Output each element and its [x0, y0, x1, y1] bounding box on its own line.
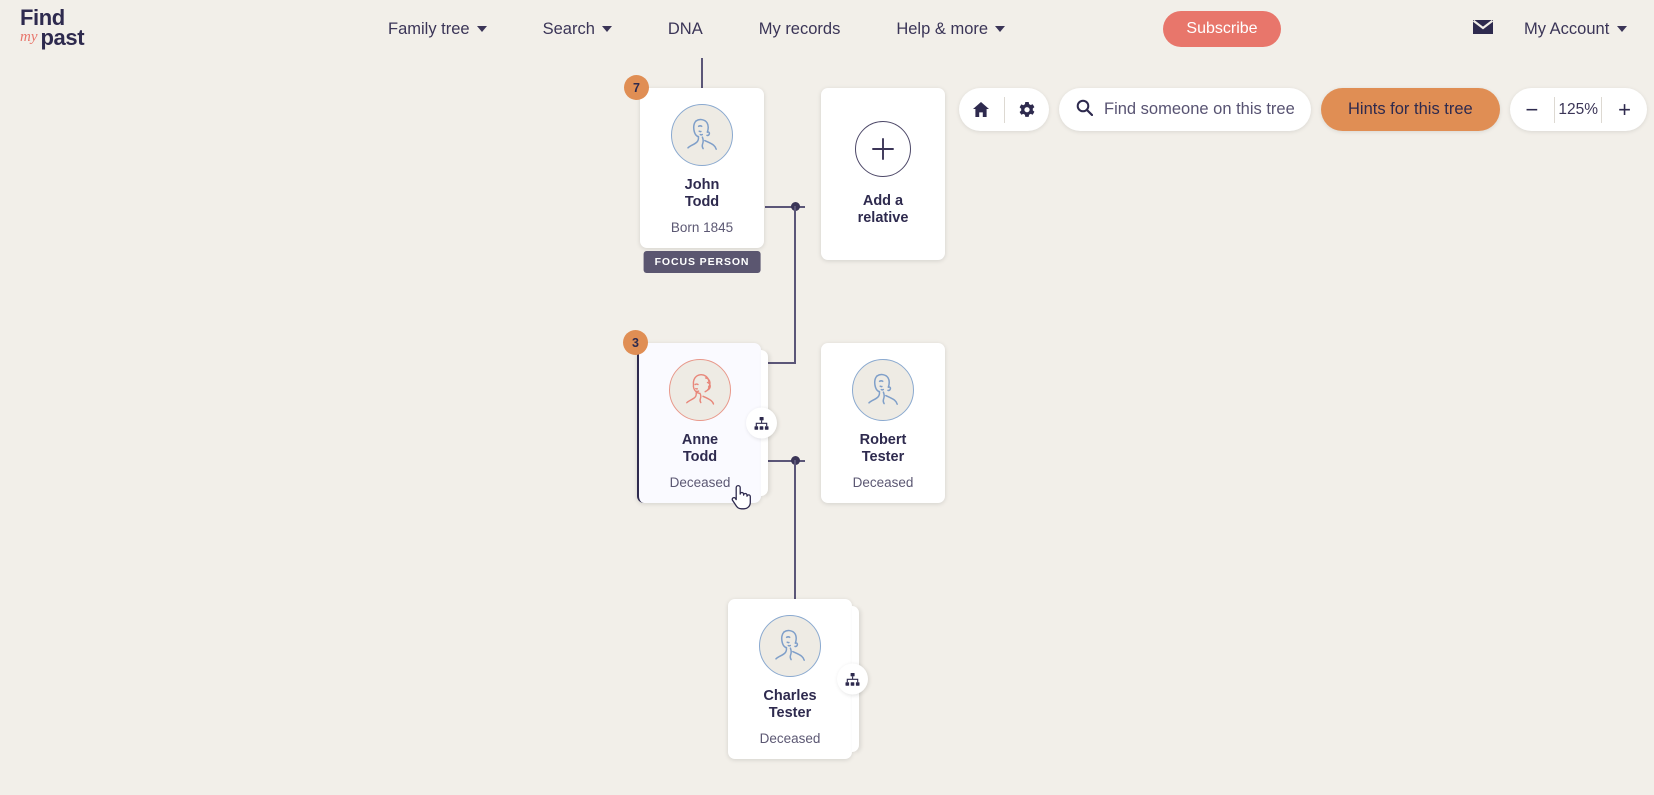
hints-for-this-tree-button[interactable]: Hints for this tree: [1321, 88, 1500, 131]
person-name: John Todd: [685, 177, 720, 211]
search-icon: [1076, 99, 1094, 121]
chevron-down-icon: [601, 26, 612, 32]
tree-search-box[interactable]: [1059, 88, 1311, 131]
toolbar-divider: [1554, 96, 1556, 123]
nav-item-label: DNA: [667, 19, 703, 38]
focus-person-badge: FOCUS PERSON: [643, 251, 761, 273]
plus-icon: [855, 121, 911, 177]
nav-item-label: Help & more: [896, 19, 989, 38]
person-last-name: Tester: [861, 449, 905, 465]
avatar: [759, 615, 821, 677]
person-last-name: Todd: [682, 449, 718, 465]
nav-item-my-records[interactable]: My records: [731, 20, 869, 39]
nav-item-help-and-more[interactable]: Help & more: [868, 20, 1033, 39]
hint-count-badge[interactable]: 3: [623, 330, 648, 355]
person-last-name: Todd: [684, 194, 720, 210]
person-status: Deceased: [759, 731, 821, 746]
home-icon[interactable]: [959, 88, 1004, 131]
search-input[interactable]: [1104, 100, 1294, 119]
add-relative-card[interactable]: Add a relative: [821, 88, 945, 260]
sitemap-icon[interactable]: [837, 663, 868, 695]
logo-text-my: my: [20, 29, 38, 45]
family-tree-canvas[interactable]: Hints for this tree − 125% + 7: [0, 58, 1654, 795]
person-first-name: Anne: [681, 432, 719, 448]
nav-item-dna[interactable]: DNA: [640, 20, 731, 39]
top-navigation-bar: Find my past Family tree Search DNA My r…: [0, 0, 1654, 58]
add-relative-line2: relative: [857, 210, 909, 226]
nav-item-label: Search: [542, 19, 595, 38]
nav-item-label: My records: [758, 19, 841, 38]
logo-text-find: Find: [20, 5, 65, 30]
zoom-level-value: 125%: [1558, 100, 1599, 118]
zoom-controls: − 125% +: [1509, 88, 1647, 131]
gear-icon[interactable]: [1004, 88, 1049, 131]
tree-nav-controls: [959, 88, 1049, 131]
hint-count-badge[interactable]: 7: [624, 75, 649, 100]
envelope-icon[interactable]: [1472, 19, 1494, 40]
person-first-name: Charles: [763, 688, 817, 704]
zoom-in-button[interactable]: +: [1618, 96, 1631, 122]
avatar: [671, 104, 733, 166]
person-card-anne-todd[interactable]: 3 Anne Todd: [623, 330, 777, 503]
avatar: [669, 359, 731, 421]
findmypast-logo[interactable]: Find my past: [20, 5, 130, 52]
zoom-out-button[interactable]: −: [1525, 96, 1539, 122]
connector-line-anne-child-down: [794, 460, 796, 660]
person-status: Deceased: [852, 475, 914, 490]
add-relative-label: Add a relative: [858, 193, 909, 227]
person-first-name: John: [684, 177, 720, 193]
main-nav-items: Family tree Search DNA My records Help &…: [360, 0, 1033, 58]
connector-line-john-right: [765, 206, 805, 208]
chevron-down-icon: [476, 26, 487, 32]
subscribe-button[interactable]: Subscribe: [1163, 11, 1281, 47]
nav-item-search[interactable]: Search: [515, 20, 640, 39]
connector-line-top-vertical: [701, 58, 703, 88]
sitemap-icon[interactable]: [746, 407, 777, 439]
connector-line-anne-right: [765, 460, 805, 462]
nav-item-label: Family tree: [388, 19, 470, 38]
nav-item-family-tree[interactable]: Family tree: [360, 20, 515, 39]
toolbar-divider: [1601, 96, 1603, 123]
person-name: Anne Todd: [682, 432, 718, 466]
person-card-robert-tester[interactable]: Robert Tester Deceased: [821, 343, 945, 503]
my-account-menu[interactable]: My Account: [1524, 0, 1628, 58]
connector-line-john-down: [794, 206, 796, 364]
person-name: Charles Tester: [763, 688, 816, 722]
person-name: Robert Tester: [860, 432, 907, 466]
add-relative-line1: Add a: [862, 193, 904, 209]
person-last-name: Tester: [768, 705, 812, 721]
chevron-down-icon: [1617, 26, 1628, 32]
person-card-john-todd[interactable]: 7 John Todd Born 1845 FOCUS P: [624, 75, 764, 273]
person-status: Deceased: [669, 475, 731, 490]
logo-text-past: past: [40, 25, 85, 50]
chevron-down-icon: [995, 26, 1006, 32]
avatar: [852, 359, 914, 421]
my-account-label: My Account: [1524, 19, 1610, 38]
person-first-name: Robert: [859, 432, 907, 448]
toolbar-divider: [1003, 96, 1005, 123]
tree-toolbar: Hints for this tree − 125% +: [959, 88, 1647, 131]
person-status: Born 1845: [670, 220, 734, 235]
person-card-charles-tester[interactable]: Charles Tester Deceased: [728, 599, 868, 759]
